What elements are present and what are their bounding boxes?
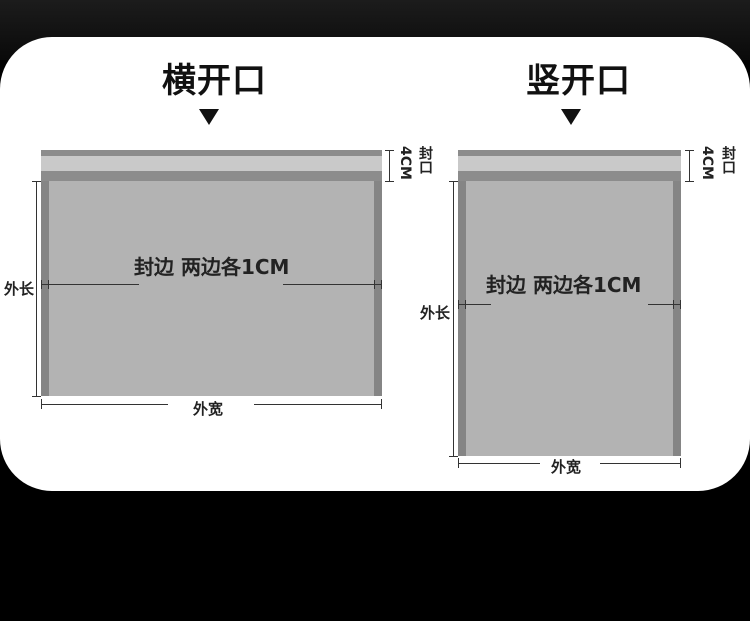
opening-size: 4CM — [397, 146, 413, 180]
length-label: 外长 — [4, 280, 35, 299]
width-tick-left — [41, 399, 42, 409]
width-tick-right — [381, 399, 382, 409]
seal-arrow-right — [283, 284, 382, 285]
width-line-right — [600, 463, 681, 464]
seal-edge-label: 封边 两边各1CM — [486, 273, 642, 297]
width-label: 外宽 — [551, 458, 582, 476]
opening-strip-top — [458, 150, 681, 156]
seal-tick-left-inner — [48, 280, 49, 289]
opening-strip — [458, 156, 681, 171]
opening-dimension-line — [389, 150, 390, 181]
title-horizontal-opening: 横开口 — [162, 61, 267, 101]
seal-tick-right-inner — [374, 280, 375, 289]
seal-arrow-left — [41, 284, 139, 285]
length-tick-top — [32, 181, 41, 182]
length-dimension-line — [36, 181, 37, 396]
length-tick-bottom — [32, 396, 41, 397]
bag-body — [41, 181, 382, 396]
length-tick-top — [449, 181, 458, 182]
width-line-left — [41, 404, 168, 405]
seal-tick-right — [680, 300, 681, 309]
opening-label: 封口 — [720, 146, 736, 174]
title-vertical-opening: 竖开口 — [526, 61, 631, 101]
seal-arrow-right — [648, 304, 681, 305]
opening-tick-bottom — [385, 181, 394, 182]
opening-label: 封口 — [417, 146, 433, 174]
seal-tick-right — [381, 280, 382, 289]
opening-strip-bottom — [41, 171, 382, 181]
width-tick-right — [680, 458, 681, 468]
opening-tick-top — [685, 150, 694, 151]
length-dimension-line — [453, 181, 454, 456]
seal-edge-label: 封边 两边各1CM — [134, 255, 290, 279]
width-line-right — [254, 404, 382, 405]
width-tick-left — [458, 458, 459, 468]
opening-strip-bottom — [458, 171, 681, 181]
width-line-left — [458, 463, 540, 464]
opening-dimension-line — [689, 150, 690, 181]
width-label: 外宽 — [193, 400, 224, 418]
bag-body — [458, 181, 681, 456]
opening-strip-top — [41, 150, 382, 156]
opening-tick-bottom — [685, 181, 694, 182]
opening-size: 4CM — [699, 146, 715, 180]
seal-tick-right-inner — [673, 300, 674, 309]
down-triangle-icon — [561, 109, 581, 125]
seal-arrow-left — [458, 304, 491, 305]
opening-tick-top — [385, 150, 394, 151]
seal-tick-left-inner — [465, 300, 466, 309]
seal-tick-left — [41, 280, 42, 289]
seal-tick-left — [458, 300, 459, 309]
length-label: 外长 — [420, 304, 451, 323]
down-triangle-icon — [199, 109, 219, 125]
length-tick-bottom — [449, 456, 458, 457]
opening-strip — [41, 156, 382, 171]
